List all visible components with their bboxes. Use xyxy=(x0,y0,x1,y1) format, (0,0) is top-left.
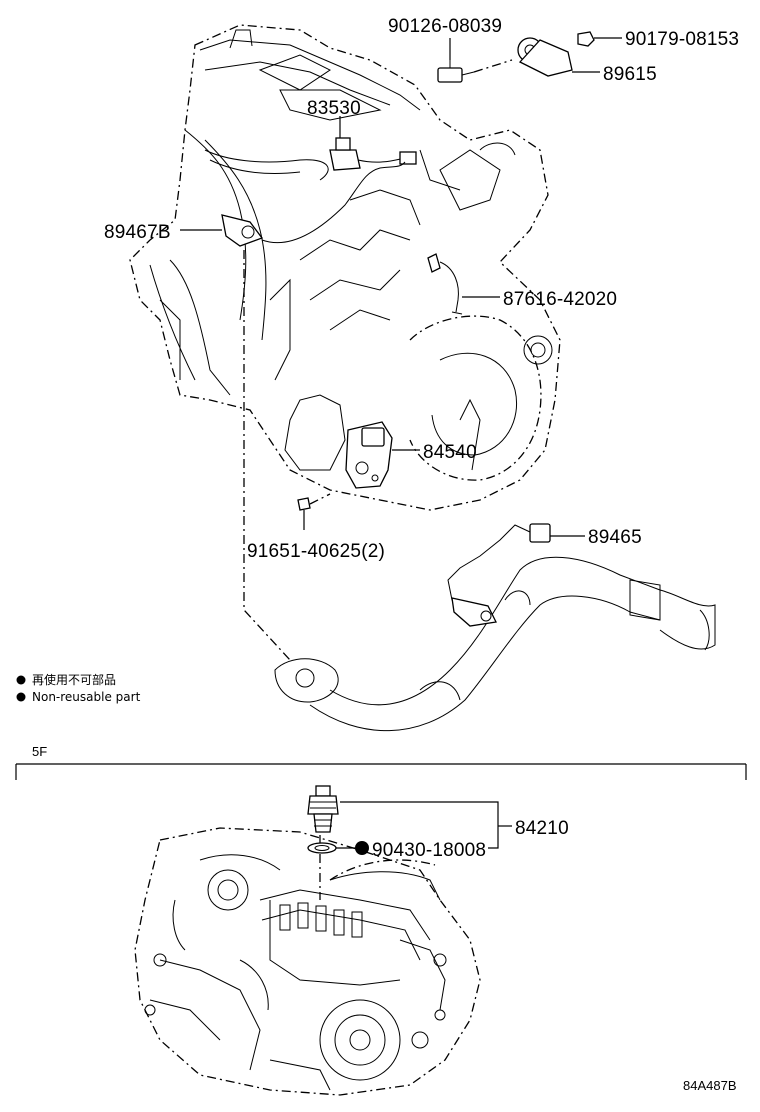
part-number-84540[interactable]: 84540 xyxy=(423,442,477,463)
part-number-91651[interactable]: 91651-40625(2) xyxy=(247,541,385,562)
non-reusable-bullet-icon xyxy=(16,692,26,702)
non-reusable-mark-icon xyxy=(355,841,369,855)
legend-text-en: Non-reusable part xyxy=(32,690,141,704)
sensor-89465[interactable] xyxy=(447,523,585,627)
part-number-90179[interactable]: 90179-08153 xyxy=(625,29,739,50)
part-number-84210[interactable]: 84210 xyxy=(515,818,569,839)
part-number-90430[interactable]: 90430-18008 xyxy=(372,840,486,861)
gasket-90430[interactable] xyxy=(307,841,369,855)
stud-90126[interactable] xyxy=(437,38,513,83)
part-number-83530[interactable]: 83530 xyxy=(307,98,361,119)
part-number-89615[interactable]: 89615 xyxy=(603,64,657,85)
part-number-87616[interactable]: 87616-42020 xyxy=(503,289,617,310)
switch-83530[interactable] xyxy=(329,116,417,171)
bolt-91651[interactable] xyxy=(297,493,331,530)
engine-assembly-drawing xyxy=(129,24,561,511)
diagram-code: 84A487B xyxy=(683,1078,737,1093)
part-number-90126[interactable]: 90126-08039 xyxy=(388,16,502,37)
non-reusable-bullet-icon xyxy=(16,675,26,685)
part-number-89467b[interactable]: 89467B xyxy=(104,222,171,243)
nut-90179[interactable] xyxy=(577,31,622,47)
legend: 再使用不可部品 Non-reusable part xyxy=(16,672,141,704)
section-label: 5F xyxy=(32,744,47,759)
sensor-89467b[interactable] xyxy=(180,161,406,247)
knock-sensor-89615[interactable] xyxy=(517,37,600,77)
switch-assembly-84210[interactable] xyxy=(307,785,512,849)
switch-84540[interactable] xyxy=(345,421,420,489)
part-number-89465[interactable]: 89465 xyxy=(588,527,642,548)
section-divider xyxy=(15,763,747,780)
legend-text-jp: 再使用不可部品 xyxy=(32,672,116,687)
exhaust-pipe-drawing xyxy=(243,250,716,732)
bracket-87616[interactable] xyxy=(427,253,500,315)
transmission-assembly-drawing xyxy=(134,827,481,1096)
